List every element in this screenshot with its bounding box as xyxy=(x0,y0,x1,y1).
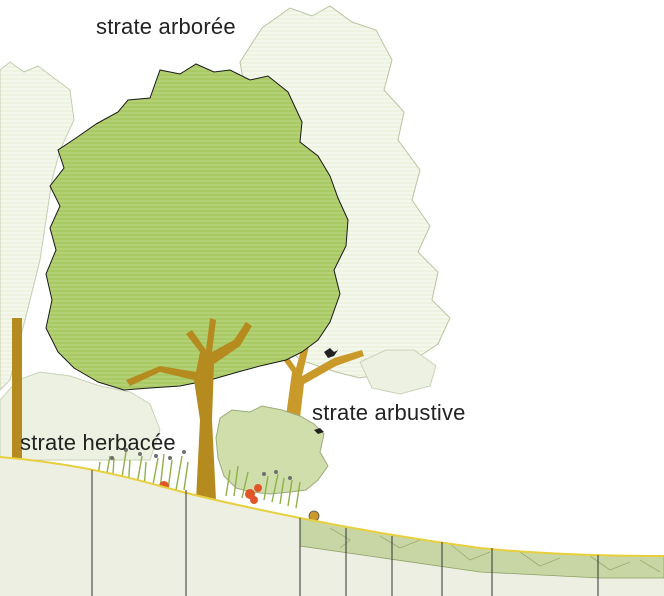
tree-layer-label: strate arborée xyxy=(96,14,236,40)
shrub-layer-label: strate arbustive xyxy=(312,400,466,426)
background-bush-right xyxy=(360,350,436,394)
herb-layer-label: strate herbacée xyxy=(20,430,176,456)
